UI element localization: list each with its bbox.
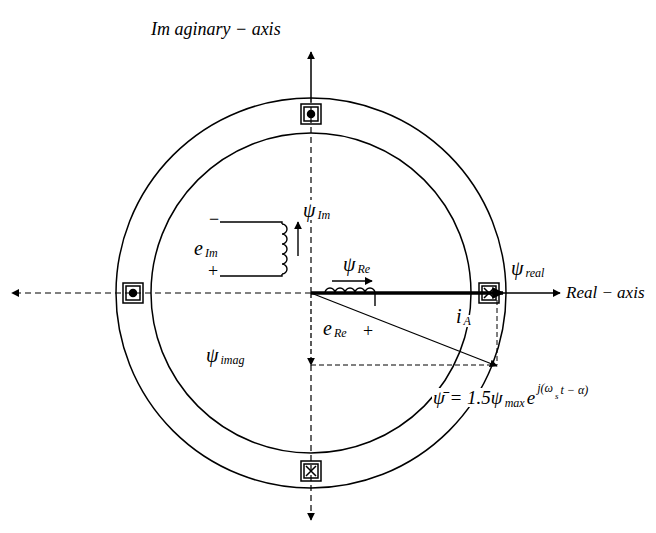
subscript: Re (333, 327, 348, 339)
subscript: max (504, 397, 526, 409)
emf-symbol: e (322, 318, 333, 338)
superscript: j(ω (536, 382, 554, 394)
flux-vectors (311, 293, 497, 366)
superscript: t − α) (559, 384, 589, 396)
flux-symbol: ψ (205, 345, 219, 365)
axes (12, 52, 560, 520)
flux-equation: e (526, 388, 536, 407)
flux-symbol: ψ (510, 258, 524, 278)
flux-equation: ψ̄ = 1.5ψ (432, 388, 504, 407)
subscript: imag (219, 354, 245, 366)
emf-symbol: e (193, 238, 204, 258)
real-coil (325, 281, 375, 306)
polarity-sign: + (362, 322, 374, 340)
subscript: Im (204, 247, 219, 259)
polarity-sign: − (208, 210, 220, 228)
subscript: Re (356, 263, 371, 275)
current-symbol: i (455, 306, 463, 326)
axis-label: Real − axis (565, 284, 646, 301)
flux-symbol: ψ (302, 200, 316, 220)
subscript: A (463, 315, 472, 327)
flux-symbol: ψ (342, 254, 356, 274)
subscript: Im (316, 209, 331, 221)
axis-label: Im aginary − axis (150, 20, 282, 38)
polarity-sign: + (207, 262, 219, 280)
subscript: real (524, 267, 545, 279)
imaginary-coil (220, 222, 298, 276)
